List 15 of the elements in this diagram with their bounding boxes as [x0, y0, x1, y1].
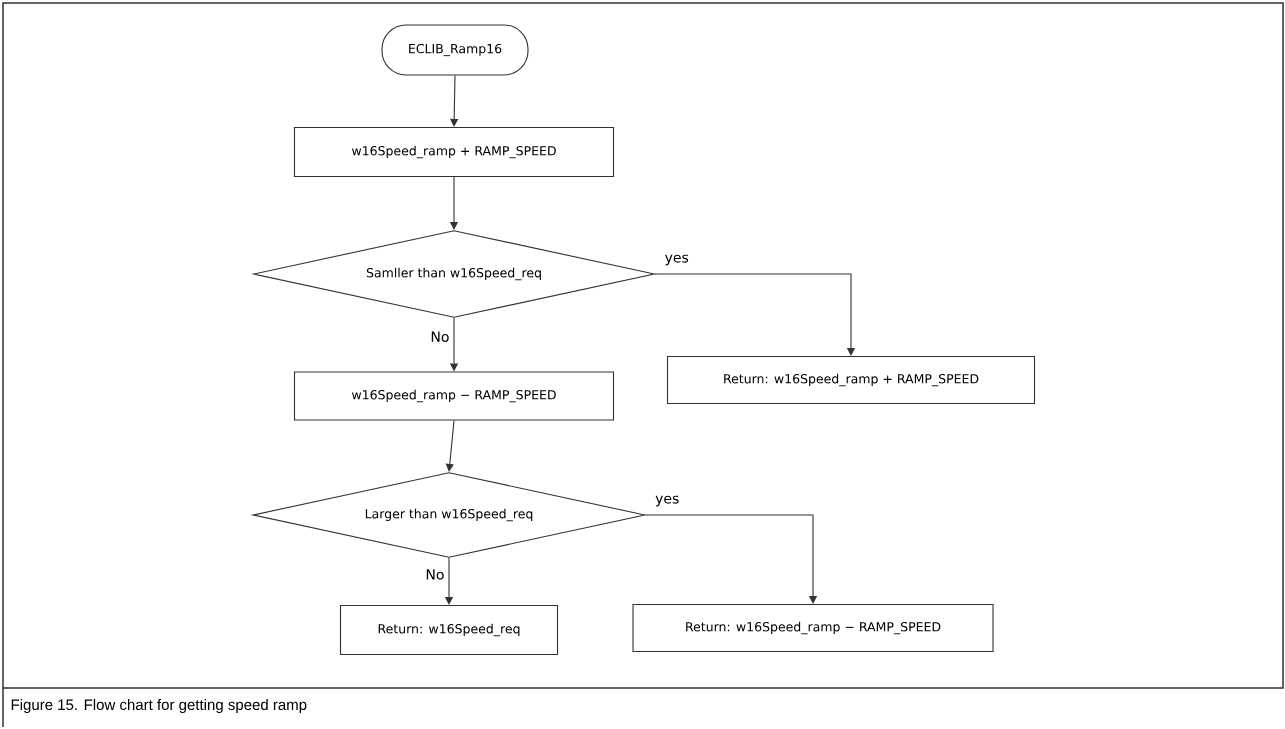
edge-label: No: [426, 569, 444, 580]
edge-label: yes: [665, 254, 689, 266]
edge-label: No: [431, 331, 449, 342]
arrow: [654, 273, 856, 356]
arrow: [450, 75, 459, 127]
edge-label: yes: [655, 495, 679, 507]
process-box: w16Speed_ramp + RAMP_SPEED: [293, 126, 615, 178]
process-box: Return: w16Speed_ramp + RAMP_SPEED: [666, 355, 1036, 405]
caption: Figure 15. Flow chart for getting speed ramp: [11, 699, 307, 713]
process-box: Return: w16Speed_ramp − RAMP_SPEED: [632, 603, 994, 653]
process-box: w16Speed_ramp − RAMP_SPEED: [293, 371, 615, 421]
process-box: Return: w16Speed_req: [339, 604, 559, 656]
terminal-box: ECLIB_Ramp16: [381, 24, 529, 76]
arrow: [445, 420, 455, 472]
arrow: [645, 514, 818, 604]
